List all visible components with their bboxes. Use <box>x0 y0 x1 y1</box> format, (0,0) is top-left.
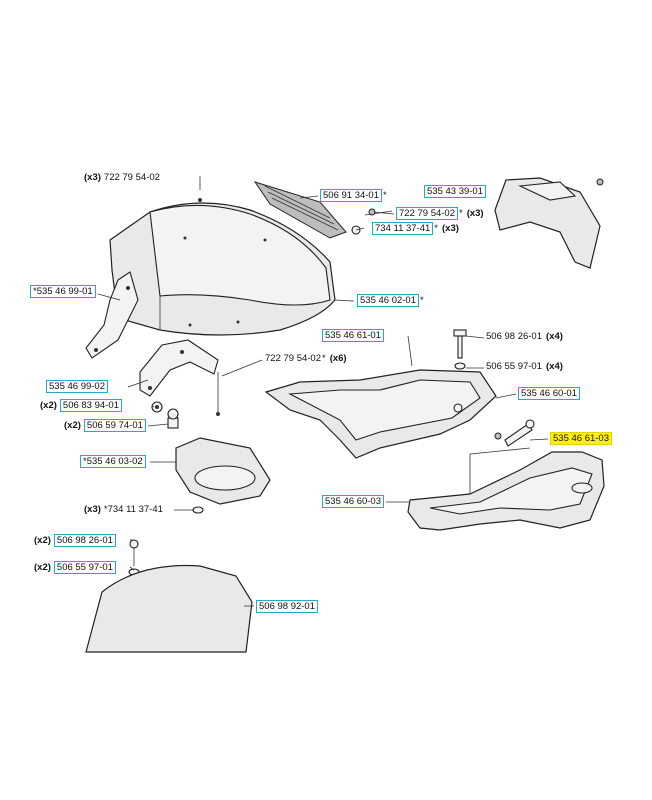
cup-tray <box>175 437 271 505</box>
callout-535-46-60-01: 535 46 60-01 <box>518 387 580 400</box>
bolt-upper-right <box>453 329 467 370</box>
pin-x6 <box>216 372 220 416</box>
callout-535-46-99-01: *535 46 99-01 <box>30 285 96 298</box>
callout-734-11-37-41-x3: 734 11 37-41*(x3) <box>372 222 459 235</box>
callout-506-98-26-01-x4: 506 98 26-01(x4) <box>486 331 563 342</box>
left-bracket-upper <box>85 271 139 359</box>
callout-734-11-37-41-x3-lower: (x3)*734 11 37-41 <box>84 504 163 515</box>
seat-pan <box>264 369 497 459</box>
callout-506-98-26-01-x2: (x2)506 98 26-01 <box>34 534 116 547</box>
callout-506-55-97-01-x2: (x2)506 55 97-01 <box>34 561 116 574</box>
washer-left <box>151 401 163 413</box>
leader-lines <box>97 176 549 607</box>
washer-small <box>192 506 204 514</box>
callout-722-79-54-02-x3: 722 79 54-02*(x3) <box>396 207 484 220</box>
callout-506-91-34-01: 506 91 34-01* <box>320 189 387 202</box>
callout-535-46-60-03: 535 46 60-03 <box>322 495 384 508</box>
lower-body <box>85 564 253 653</box>
side-rest <box>407 447 605 531</box>
callout-506-98-92-01: 506 98 92-01 <box>256 600 318 613</box>
callout-722-79-54-02-x6: 722 79 54-02*(x6) <box>265 353 347 364</box>
bolt-diagonal <box>494 419 535 447</box>
callout-506-55-97-01-x4: 506 55 97-01(x4) <box>486 361 563 372</box>
callout-506-59-74-01: (x2)506 59 74-01 <box>64 419 146 432</box>
callout-506-83-94-01: (x2)506 83 94-01 <box>40 399 122 412</box>
callout-top-left-partial: (x3)722 79 54-02 <box>84 172 160 183</box>
callout-535-46-61-03-highlighted: 535 46 61-03 <box>550 432 612 445</box>
callout-535-46-03-02: *535 46 03-02 <box>80 455 146 468</box>
left-bracket-lower <box>139 339 219 397</box>
hood-cover <box>109 198 336 336</box>
right-top-part <box>494 177 604 269</box>
knob-left <box>167 408 179 429</box>
grille-panel <box>253 181 347 239</box>
callout-535-46-99-02: 535 46 99-02 <box>46 380 108 393</box>
callout-535-43-39-01: 535 43 39-01 <box>424 185 486 198</box>
callout-535-46-02-01: 535 46 02-01* <box>357 294 424 307</box>
callout-535-46-61-01: 535 46 61-01 <box>322 329 384 342</box>
